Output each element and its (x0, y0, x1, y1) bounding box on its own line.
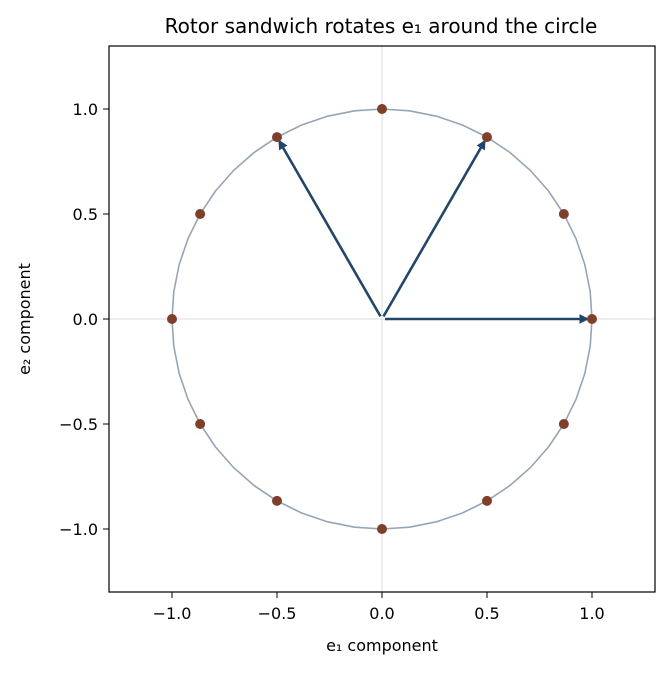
x-axis-label: e₁ component (326, 636, 438, 655)
x-tick-label-2: 0.0 (369, 604, 394, 623)
x-tick-label-4: 1.0 (579, 604, 604, 623)
y-tick-label-4: 1.0 (73, 100, 98, 119)
circle-point-4 (272, 132, 282, 143)
circle-point-11 (558, 419, 569, 429)
circle-point-5 (195, 209, 206, 219)
circle-point-8 (272, 495, 282, 506)
circle-point-2 (482, 132, 492, 143)
chart-title: Rotor sandwich rotates e₁ around the cir… (165, 14, 598, 38)
rotation-arrow-1 (382, 141, 486, 318)
y-axis-label: e₂ component (15, 263, 34, 375)
y-tick-label-3: 0.5 (73, 205, 98, 224)
rotation-arrow-2 (278, 141, 382, 318)
circle-point-9 (377, 524, 387, 534)
x-tick-label-1: −0.5 (258, 604, 297, 623)
axis-ticks: −1.0 −0.5 0.0 0.5 1.0 −1.0 −0.5 0.0 0.5 1.0 (59, 100, 605, 623)
circle-point-6 (167, 314, 177, 324)
y-tick-label-0: −1.0 (59, 520, 98, 539)
x-tick-label-3: 0.5 (474, 604, 499, 623)
x-tick-label-0: −1.0 (153, 604, 192, 623)
y-tick-label-2: 0.0 (73, 310, 98, 329)
circle-point-7 (195, 419, 206, 429)
circle-point-10 (482, 495, 492, 506)
circle-point-3 (377, 104, 387, 114)
plot-area (109, 46, 655, 592)
y-tick-label-1: −0.5 (59, 415, 98, 434)
circle-point-1 (558, 209, 569, 219)
circle-point-0 (587, 314, 597, 324)
